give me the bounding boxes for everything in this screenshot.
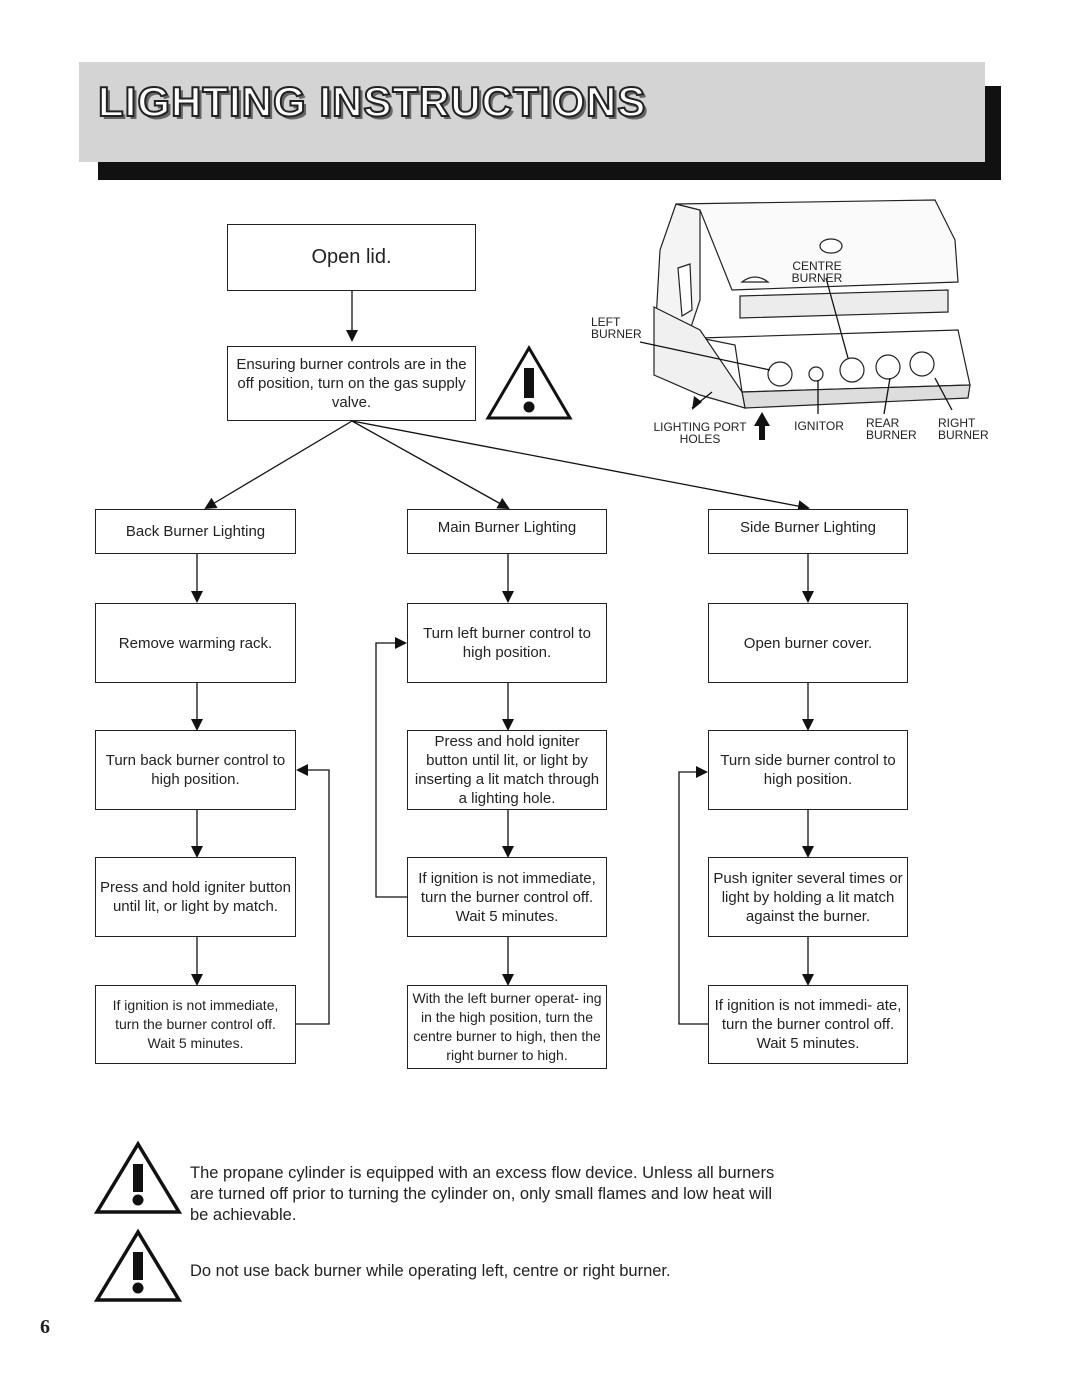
main-burner-step-4: With the left burner operat- ing in the … xyxy=(407,985,607,1069)
main-burner-heading: Main Burner Lighting xyxy=(407,509,607,554)
rear-burner-label: REAR BURNER xyxy=(866,416,917,442)
side-burner-step-2: Turn side burner control to high positio… xyxy=(708,730,908,810)
lighting-port-holes-label: LIGHTING PORT HOLES xyxy=(653,420,747,446)
main-burner-step-2: Press and hold igniter button until lit,… xyxy=(407,730,607,810)
header-banner xyxy=(79,62,985,162)
centre-burner-label: CENTRE BURNER xyxy=(791,259,843,285)
open-lid-step: Open lid. xyxy=(227,224,476,291)
back-burner-step-4: If ignition is not immediate, turn the b… xyxy=(95,985,296,1064)
back-burner-heading: Back Burner Lighting xyxy=(95,509,296,554)
back-burner-step-3: Press and hold igniter button until lit,… xyxy=(95,857,296,937)
back-burner-step-1: Remove warming rack. xyxy=(95,603,296,683)
left-burner-label: LEFT BURNER xyxy=(591,315,642,341)
side-burner-step-1: Open burner cover. xyxy=(708,603,908,683)
propane-warning-text: The propane cylinder is equipped with an… xyxy=(190,1164,775,1224)
page-number: 6 xyxy=(40,1316,50,1338)
side-burner-heading: Side Burner Lighting xyxy=(708,509,908,554)
main-burner-step-1: Turn left burner control to high positio… xyxy=(407,603,607,683)
side-burner-step-3: Push igniter several times or light by h… xyxy=(708,857,908,937)
back-burner-warning-text: Do not use back burner while operating l… xyxy=(190,1262,671,1280)
back-burner-step-2: Turn back burner control to high positio… xyxy=(95,730,296,810)
page-title: LIGHTING INSTRUCTIONS xyxy=(97,77,647,126)
ignitor-label: IGNITOR xyxy=(794,419,844,433)
main-burner-step-3: If ignition is not immediate, turn the b… xyxy=(407,857,607,937)
right-burner-label: RIGHT BURNER xyxy=(938,416,989,442)
side-burner-step-4: If ignition is not immedi- ate, turn the… xyxy=(708,985,908,1064)
gas-supply-step: Ensuring burner controls are in the off … xyxy=(227,346,476,421)
